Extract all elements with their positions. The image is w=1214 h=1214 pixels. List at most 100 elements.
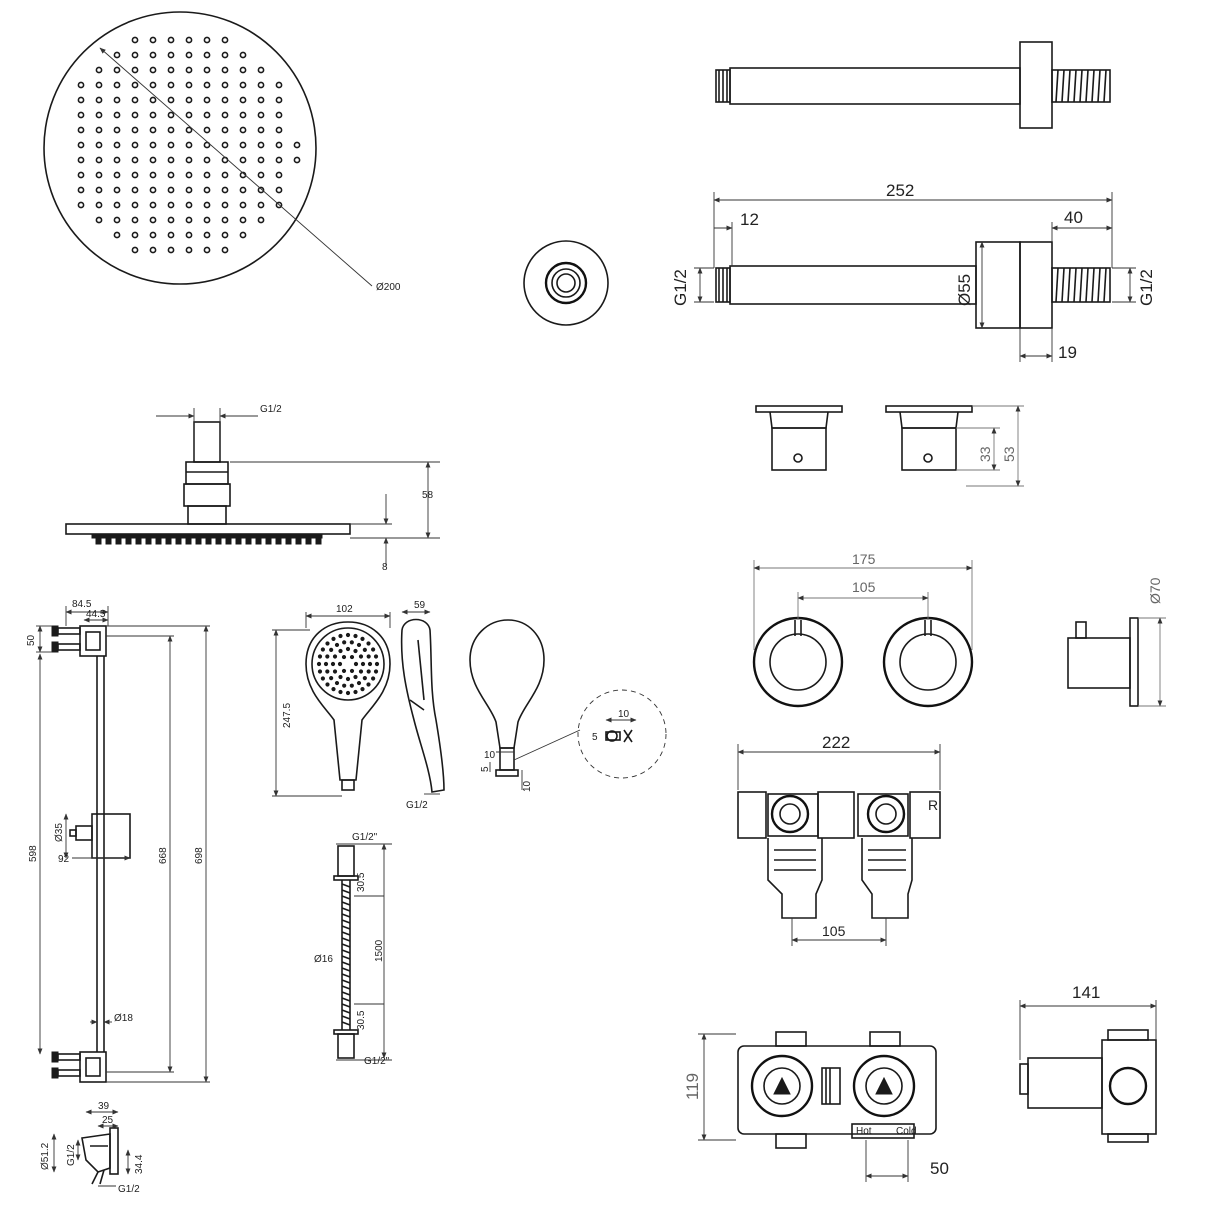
nozzle <box>331 687 336 692</box>
nozzle <box>95 171 103 179</box>
nozzle <box>337 661 343 667</box>
nozzle <box>131 141 139 149</box>
hose-ridge <box>341 967 351 972</box>
nozzle <box>155 537 162 545</box>
nozzle <box>239 51 247 59</box>
hose-bottom-thread-label: G1/2" <box>364 1056 390 1067</box>
nozzle <box>95 96 103 104</box>
nozzle <box>113 141 121 149</box>
nozzle <box>325 654 330 659</box>
nozzle <box>185 216 193 224</box>
hose-ridge <box>341 949 351 954</box>
nozzle <box>371 676 376 681</box>
nozzle <box>203 201 211 209</box>
nozzle <box>239 96 247 104</box>
nozzle <box>113 81 121 89</box>
nozzle <box>131 126 139 134</box>
bracket-height-label: 10 <box>522 780 533 792</box>
nozzle <box>149 156 157 164</box>
bracket-offset-label: 5 <box>480 766 491 772</box>
nozzle <box>77 186 85 194</box>
outlet-height-label: 34.4 <box>134 1154 145 1174</box>
nozzle <box>323 661 329 667</box>
slide-rail-kit: 84.5 44.5 50 598 668 698 Ø35 92 Ø18 <box>26 599 210 1083</box>
hose-ridge <box>341 901 351 906</box>
nozzle <box>131 66 139 74</box>
detail-height-label: 5 <box>592 732 598 743</box>
shower-arm-top-view <box>715 41 1111 129</box>
nozzle <box>115 537 122 545</box>
handset-side-view: 59 G1/2 <box>400 600 445 811</box>
hose-ridge <box>341 991 351 996</box>
concealed-valve-box: Hot Cold 119 50 <box>683 1031 949 1182</box>
rail-overall-label: 698 <box>194 847 205 864</box>
nozzle <box>320 647 325 652</box>
rail-centres-label: 598 <box>28 845 39 862</box>
hose-ridge <box>341 961 351 966</box>
nozzle <box>331 636 336 641</box>
nozzle <box>185 231 193 239</box>
nozzle <box>239 201 247 209</box>
nozzle <box>257 156 265 164</box>
arm-thread-left-label: G1/2 <box>671 269 690 306</box>
concealed-valve-front: 222 R 105 <box>737 733 941 946</box>
shower-head-side-view: G1/2 58 8 <box>65 404 440 573</box>
arm-diameter-label: Ø55 <box>955 274 974 306</box>
handset-length-label: 247.5 <box>282 703 293 728</box>
nozzle <box>255 537 262 545</box>
nozzle <box>95 141 103 149</box>
hose-ridge <box>341 973 351 978</box>
hose-ridge <box>341 1003 351 1008</box>
nozzle <box>149 51 157 59</box>
nozzle <box>334 642 340 648</box>
nozzle <box>185 171 193 179</box>
nozzle <box>203 81 211 89</box>
nozzle <box>167 126 175 134</box>
nozzle <box>203 171 211 179</box>
nozzle <box>131 246 139 254</box>
nozzle <box>315 537 322 545</box>
nozzle <box>360 687 365 692</box>
nozzle <box>275 186 283 194</box>
nozzle <box>167 51 175 59</box>
nozzle <box>358 669 364 674</box>
nozzle <box>371 647 376 652</box>
nozzle <box>203 216 211 224</box>
nozzle <box>366 682 371 687</box>
nozzle <box>345 632 351 638</box>
nozzle <box>167 201 175 209</box>
hose-ridge <box>341 1015 351 1020</box>
valve-outlet-spacing-label: 50 <box>930 1159 949 1178</box>
nozzle <box>257 66 265 74</box>
faceplate-centres-label: 105 <box>852 579 876 595</box>
nozzle <box>113 66 121 74</box>
nozzle <box>329 647 334 652</box>
nozzle <box>203 51 211 59</box>
valve-width-label: 222 <box>822 733 850 752</box>
valve-centres-label: 105 <box>822 923 846 939</box>
hose-coil <box>341 883 351 1026</box>
nozzle <box>332 669 338 674</box>
nozzle <box>167 171 175 179</box>
nozzle <box>185 96 193 104</box>
nozzle <box>275 171 283 179</box>
nozzle <box>203 126 211 134</box>
concealed-valve-side: 141 <box>1019 983 1157 1143</box>
nozzle <box>221 186 229 194</box>
nozzle <box>317 654 323 659</box>
nozzle <box>362 647 367 652</box>
wall-flange <box>523 240 609 326</box>
nozzle <box>165 537 172 545</box>
nozzle <box>275 537 282 545</box>
side-thickness-label: 8 <box>382 562 388 573</box>
nozzle <box>349 683 354 688</box>
nozzle <box>131 231 139 239</box>
valve-height-label: 119 <box>683 1073 702 1100</box>
nozzle <box>77 156 85 164</box>
nozzle <box>345 676 351 682</box>
nozzle <box>95 186 103 194</box>
nozzle <box>145 537 152 545</box>
nozzle <box>167 156 175 164</box>
nozzle <box>185 111 193 119</box>
